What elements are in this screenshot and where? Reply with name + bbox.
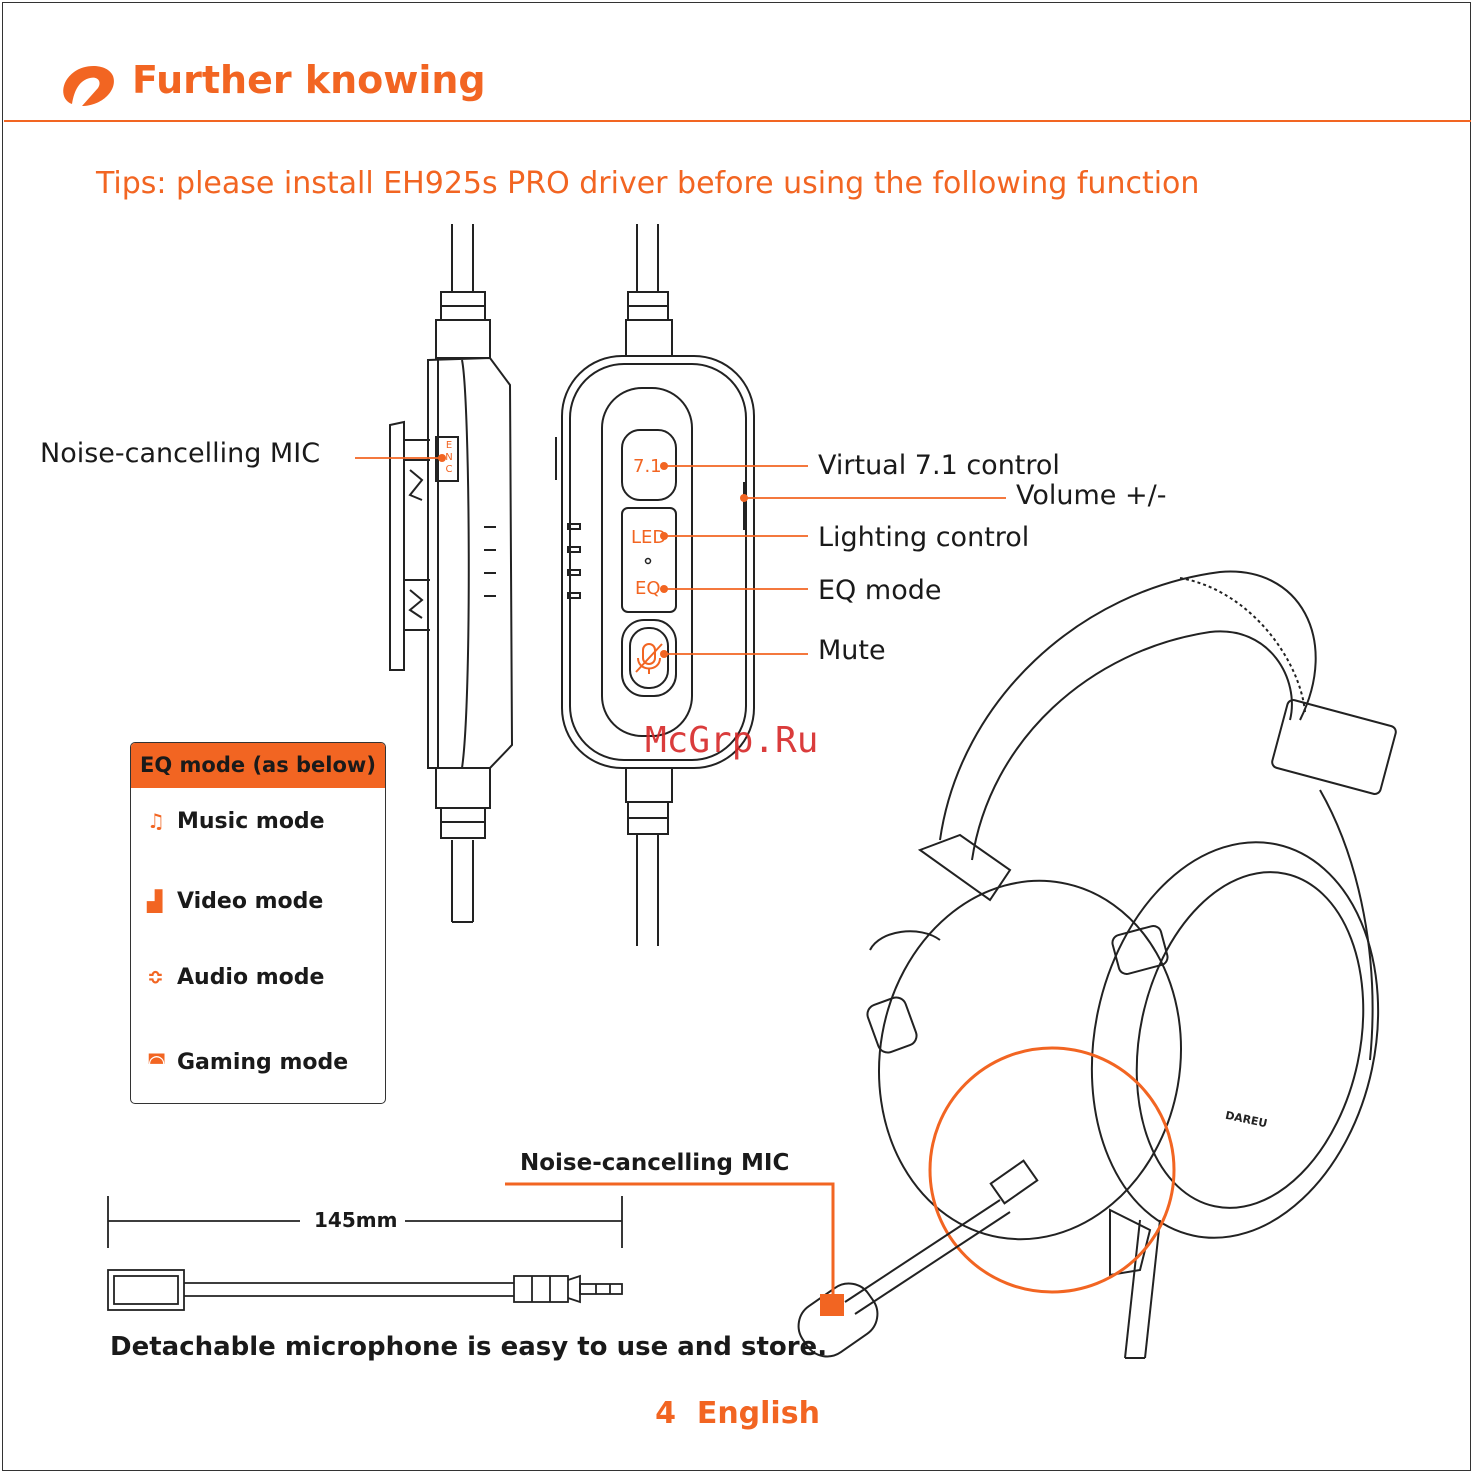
callout-virtual-71: Virtual 7.1 control xyxy=(818,450,1060,481)
mic-length-dimension: 145mm xyxy=(308,1208,404,1232)
mute-mic-icon xyxy=(635,643,663,674)
callout-nc-mic: Noise-cancelling MIC xyxy=(40,438,321,469)
page-number: 4 xyxy=(655,1396,676,1431)
eq-item-audio: ≎Audio mode xyxy=(147,965,325,990)
mic-caption: Detachable microphone is easy to use and… xyxy=(110,1332,828,1362)
eq-item-music: ♫Music mode xyxy=(147,809,325,834)
nc-mic-label: Noise-cancelling MIC xyxy=(520,1150,790,1176)
callout-mute: Mute xyxy=(818,635,886,666)
eq-item-video: ▟Video mode xyxy=(147,889,324,914)
watermark-text: McGrp.Ru xyxy=(645,720,819,761)
virtual-71-button-label: 7.1 xyxy=(633,456,662,477)
audio-lips-icon: ≎ xyxy=(147,965,164,989)
dareu-logo-icon xyxy=(63,66,114,106)
video-icon: ▟ xyxy=(147,889,163,913)
eq-item-gaming: ◚Gaming mode xyxy=(147,1050,349,1075)
music-note-icon: ♫ xyxy=(147,809,165,833)
eq-button-label: EQ xyxy=(635,578,661,599)
eq-modes-heading: EQ mode (as below) xyxy=(131,743,385,788)
enc-letter-e: E xyxy=(445,440,453,451)
callout-lighting: Lighting control xyxy=(818,522,1030,553)
callout-eq-mode: EQ mode xyxy=(818,575,942,606)
enc-letter-c: C xyxy=(445,464,453,475)
gamepad-icon: ◚ xyxy=(147,1050,167,1074)
tips-text: Tips: please install EH925s PRO driver b… xyxy=(96,166,1200,201)
page-footer: 4 English xyxy=(0,1396,1475,1431)
callout-volume: Volume +/- xyxy=(1016,480,1167,511)
eq-modes-box: EQ mode (as below) ♫Music mode ▟Video mo… xyxy=(130,742,386,1104)
led-button-label: LED xyxy=(631,527,667,548)
enc-letter-n: N xyxy=(445,452,453,463)
header-divider xyxy=(4,120,1471,122)
page-title: Further knowing xyxy=(132,58,486,102)
page-language: English xyxy=(696,1396,820,1431)
